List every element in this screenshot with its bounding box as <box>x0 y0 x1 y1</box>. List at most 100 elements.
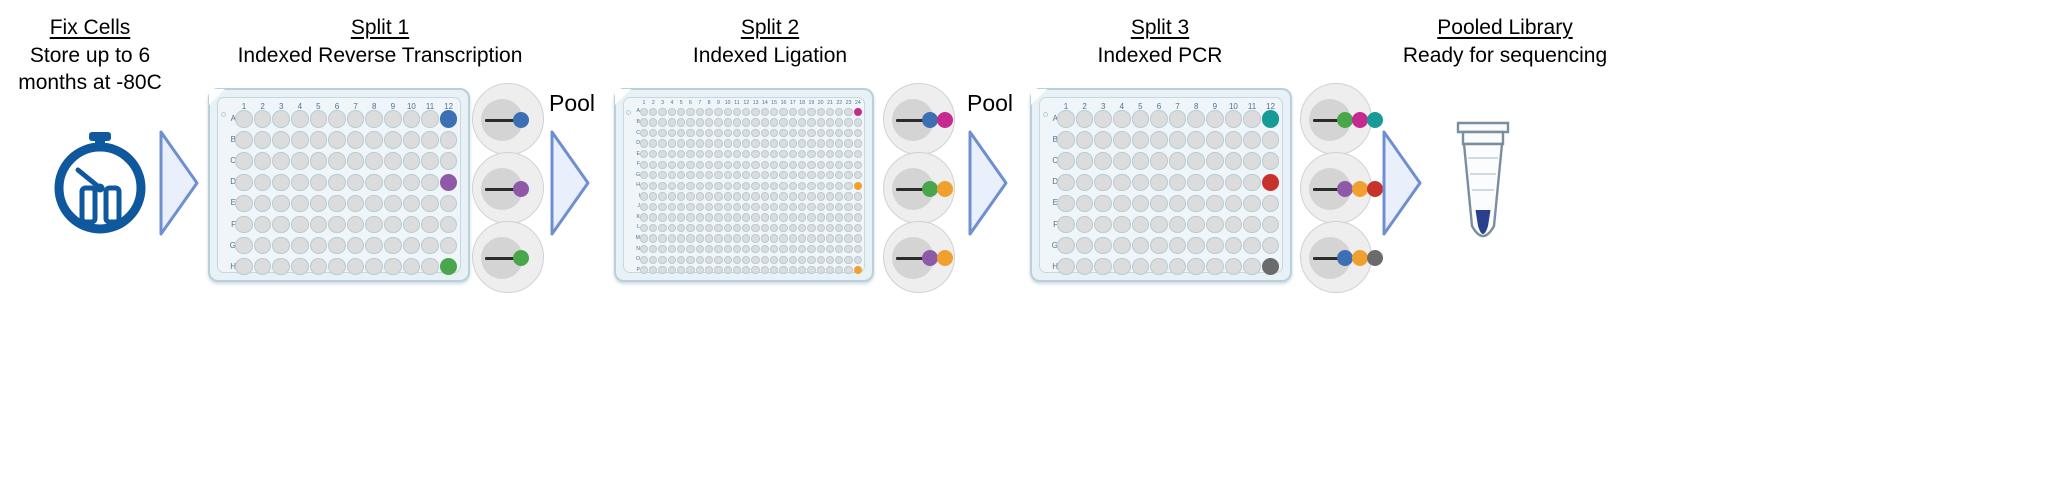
well[interactable] <box>649 223 658 233</box>
well[interactable] <box>714 213 723 222</box>
well[interactable] <box>742 244 751 254</box>
well[interactable] <box>853 223 863 233</box>
well[interactable] <box>723 139 732 148</box>
well[interactable] <box>835 171 844 180</box>
well[interactable] <box>779 202 788 212</box>
well[interactable] <box>272 257 290 276</box>
well[interactable] <box>1057 152 1075 170</box>
well[interactable] <box>639 118 649 127</box>
well[interactable] <box>677 213 686 222</box>
well[interactable] <box>365 236 383 255</box>
well[interactable] <box>402 152 421 170</box>
well[interactable] <box>658 244 667 254</box>
well[interactable] <box>235 131 253 149</box>
well[interactable] <box>272 236 290 255</box>
well[interactable] <box>346 152 365 170</box>
well[interactable] <box>667 213 677 222</box>
well[interactable] <box>1206 257 1224 276</box>
well[interactable] <box>384 152 402 170</box>
well[interactable] <box>309 257 328 276</box>
well[interactable] <box>639 139 649 148</box>
well[interactable] <box>723 234 732 243</box>
well[interactable] <box>649 266 658 275</box>
well[interactable] <box>825 223 835 233</box>
well[interactable] <box>751 118 760 127</box>
well[interactable] <box>402 173 421 192</box>
well[interactable] <box>751 139 760 148</box>
well[interactable] <box>1168 173 1187 192</box>
well[interactable] <box>1206 110 1224 128</box>
well[interactable] <box>309 131 328 149</box>
well[interactable] <box>816 150 825 159</box>
well[interactable] <box>1224 215 1243 234</box>
well[interactable] <box>1131 236 1150 255</box>
well[interactable] <box>1187 131 1205 149</box>
well[interactable] <box>853 118 863 127</box>
well[interactable] <box>1057 194 1075 213</box>
well[interactable] <box>816 160 825 169</box>
well[interactable] <box>704 244 714 254</box>
well[interactable] <box>365 131 383 149</box>
well[interactable] <box>639 266 649 275</box>
well[interactable] <box>1187 152 1205 170</box>
well[interactable] <box>1094 215 1112 234</box>
well[interactable] <box>816 181 825 191</box>
well[interactable] <box>291 152 309 170</box>
well[interactable] <box>844 171 853 180</box>
well[interactable] <box>825 181 835 191</box>
well[interactable] <box>844 150 853 159</box>
well[interactable] <box>760 244 770 254</box>
well[interactable] <box>714 266 723 275</box>
well[interactable] <box>751 192 760 201</box>
well[interactable] <box>853 213 863 222</box>
well[interactable] <box>253 194 272 213</box>
well[interactable] <box>760 181 770 191</box>
well[interactable] <box>770 213 779 222</box>
well[interactable] <box>1075 236 1094 255</box>
well[interactable] <box>328 215 346 234</box>
well[interactable] <box>686 118 695 127</box>
well[interactable] <box>844 107 853 117</box>
well[interactable] <box>667 150 677 159</box>
well[interactable] <box>658 266 667 275</box>
well[interactable] <box>853 255 863 264</box>
well[interactable] <box>677 107 686 117</box>
well[interactable] <box>1243 194 1261 213</box>
well[interactable] <box>649 244 658 254</box>
well[interactable] <box>649 255 658 264</box>
well[interactable] <box>788 107 797 117</box>
well[interactable] <box>328 236 346 255</box>
well[interactable] <box>751 234 760 243</box>
well[interactable] <box>807 150 816 159</box>
well[interactable] <box>704 234 714 243</box>
well[interactable] <box>291 215 309 234</box>
well[interactable] <box>844 128 853 138</box>
well[interactable] <box>742 266 751 275</box>
well[interactable] <box>421 131 439 149</box>
well[interactable] <box>291 236 309 255</box>
well[interactable] <box>714 255 723 264</box>
well[interactable] <box>1187 194 1205 213</box>
well[interactable] <box>770 192 779 201</box>
well[interactable] <box>714 192 723 201</box>
well[interactable] <box>770 223 779 233</box>
well[interactable] <box>835 234 844 243</box>
well[interactable] <box>760 160 770 169</box>
well[interactable] <box>770 181 779 191</box>
well[interactable] <box>686 181 695 191</box>
well[interactable] <box>704 213 714 222</box>
well[interactable] <box>788 202 797 212</box>
well[interactable] <box>649 160 658 169</box>
well[interactable] <box>816 192 825 201</box>
well[interactable] <box>695 234 704 243</box>
well[interactable] <box>779 244 788 254</box>
well[interactable] <box>695 107 704 117</box>
well[interactable] <box>760 223 770 233</box>
well[interactable] <box>1243 152 1261 170</box>
well[interactable] <box>1075 152 1094 170</box>
well[interactable] <box>723 223 732 233</box>
well[interactable] <box>788 266 797 275</box>
well[interactable] <box>760 118 770 127</box>
well[interactable] <box>723 107 732 117</box>
well[interactable] <box>309 110 328 128</box>
